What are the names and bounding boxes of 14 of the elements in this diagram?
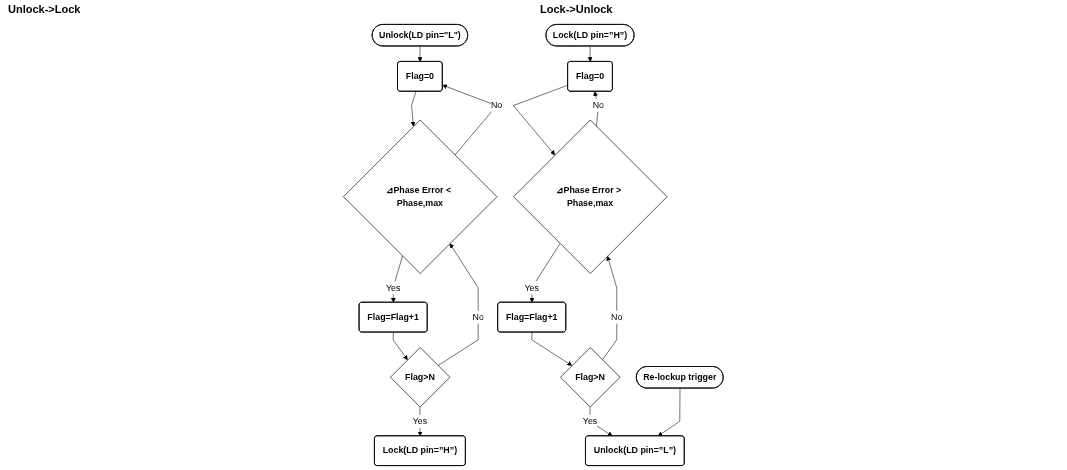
node-diamond: Flag>N: [560, 347, 621, 408]
node-diamond: ⊿Phase Error > Phase,max: [513, 119, 668, 274]
edge-label: Yes: [412, 416, 428, 426]
edge-label: Yes: [386, 282, 401, 293]
edge-label: No: [472, 312, 485, 322]
edge-label: No: [491, 100, 503, 111]
flow-heading: Lock->Unlock: [540, 3, 613, 15]
edge-label: No: [592, 100, 605, 111]
edge-label: No: [611, 312, 623, 322]
edge-label: Yes: [524, 282, 540, 293]
flow-heading: Unlock->Lock: [8, 3, 81, 15]
edge-label: Yes: [583, 416, 598, 426]
node-diamond: ⊿Phase Error < Phase,max: [343, 119, 498, 274]
node-diamond: Flag>N: [390, 347, 451, 408]
